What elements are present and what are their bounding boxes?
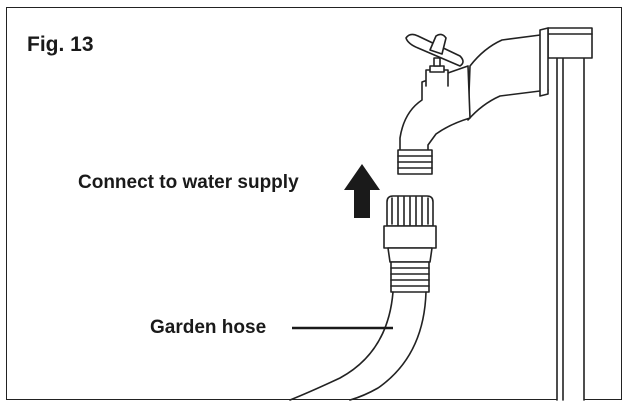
faucet-handle-icon xyxy=(405,33,464,87)
garden-hose xyxy=(289,291,427,401)
standpipe xyxy=(547,27,593,401)
figure-label: Fig. 13 xyxy=(27,33,94,56)
connect-to-water-supply-label: Connect to water supply xyxy=(78,172,299,193)
up-arrow-icon xyxy=(344,164,380,218)
faucet-spout xyxy=(397,65,471,175)
supply-pipe xyxy=(467,27,549,121)
garden-hose-label: Garden hose xyxy=(150,317,267,338)
hose-connector xyxy=(383,195,437,293)
